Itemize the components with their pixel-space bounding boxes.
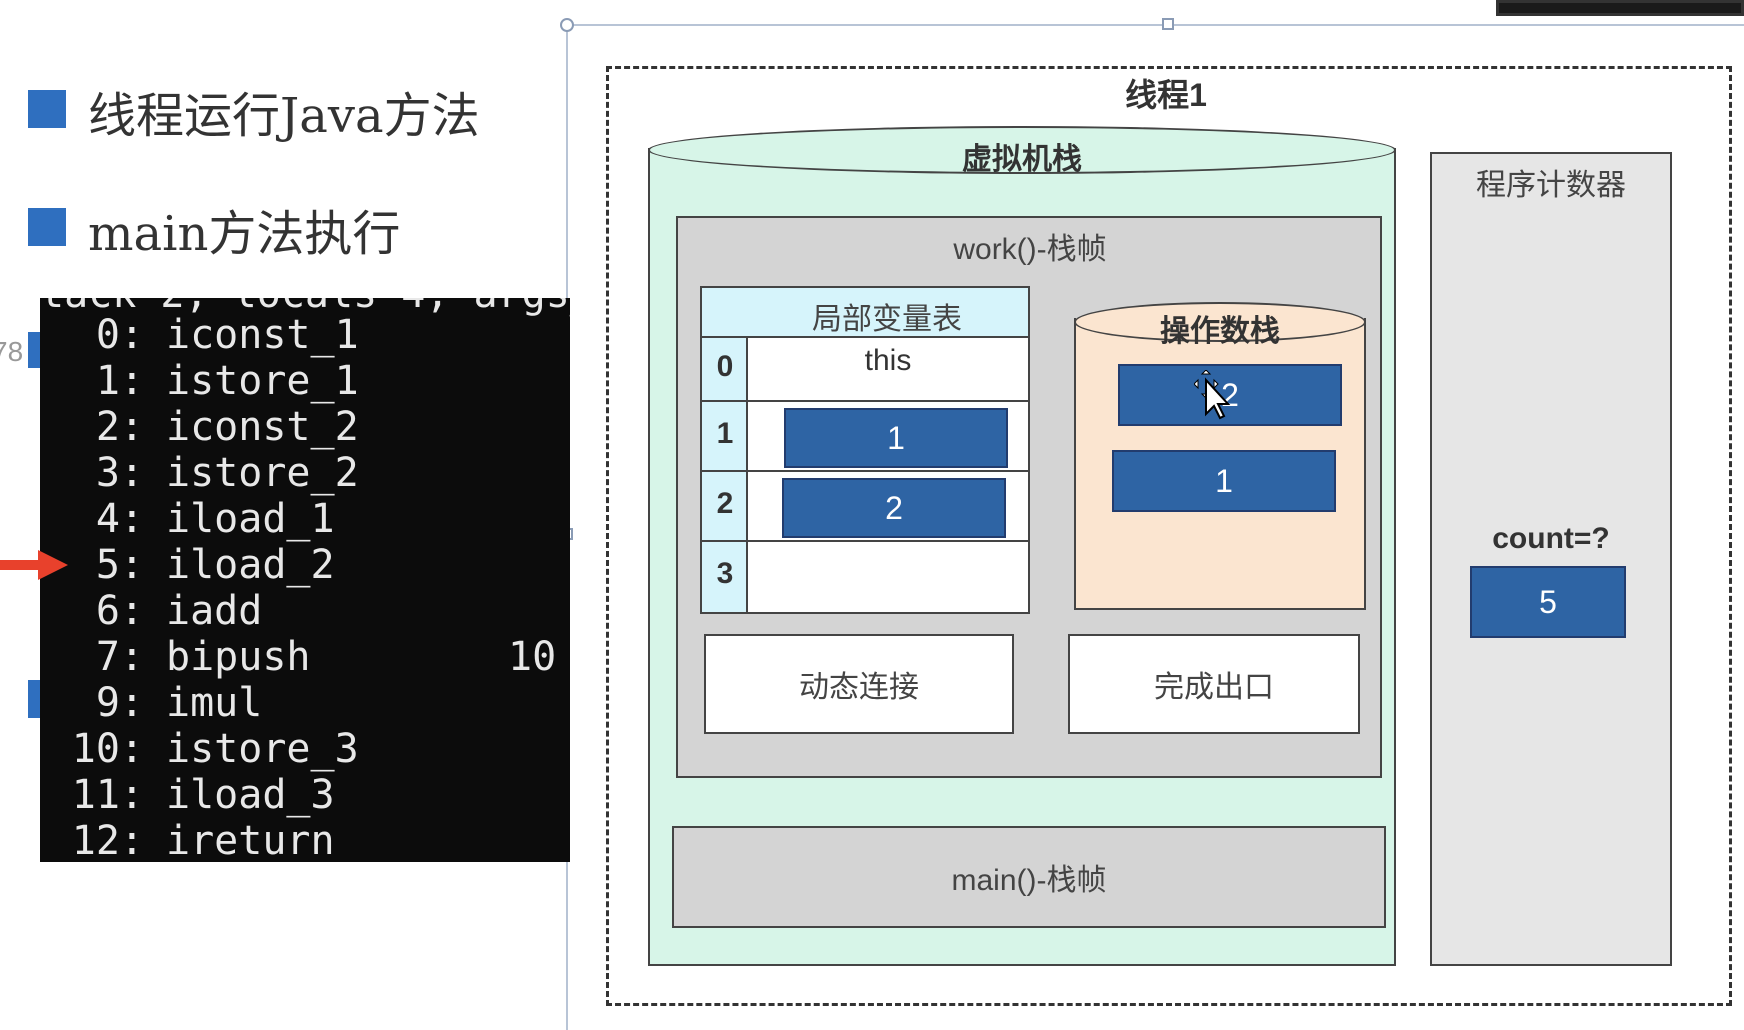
bytecode-opcode: istore_1 (166, 358, 359, 404)
bytecode-offset: 2: (95, 404, 144, 450)
bytecode-opcode: istore_3 (166, 726, 359, 772)
bytecode-offset: 11: (71, 772, 144, 818)
bytecode-opcode: iconst_2 (166, 404, 359, 450)
bytecode-offset: 5: (95, 542, 144, 588)
bullet-thread-runs-java: 线程运行Java方法 (88, 88, 480, 144)
bytecode-opcode: iload_3 (166, 772, 335, 818)
return-address-box: 完成出口 (1068, 634, 1360, 734)
bytecode-line: 3: istore_2 (40, 450, 560, 496)
bytecode-opcode: iconst_1 (166, 312, 359, 358)
work-frame-title: work()-栈帧 (953, 233, 1107, 266)
bytecode-console: tack 2, locals 4, args_ 0: iconst_1 1: isto… (40, 298, 570, 862)
pc-value-box: 5 (1470, 566, 1626, 638)
bytecode-line: 6: iadd (40, 588, 560, 634)
dynamic-link-box: 动态连接 (704, 634, 1014, 734)
program-counter (1430, 152, 1672, 966)
program-counter-title: 程序计数器 (1476, 169, 1626, 202)
bytecode-line: 10: istore_3 (40, 726, 560, 772)
bytecode-line: 12: ireturn (40, 818, 560, 862)
locals-value: 1 (887, 419, 905, 456)
locals-row-index: 1 (716, 417, 734, 450)
partial-side-text: 78 (0, 336, 24, 367)
locals-header (702, 288, 1028, 338)
pc-value: 5 (1539, 583, 1557, 620)
locals-value-box: 1 (784, 408, 1008, 468)
main-frame-title: main()-栈帧 (951, 864, 1107, 897)
bytecode-offset: 6: (95, 588, 144, 634)
bytecode-offset: 3: (95, 450, 144, 496)
bytecode-line: 11: iload_3 (40, 772, 560, 818)
operand-stack-item: 2 (1118, 364, 1342, 426)
thread-box (606, 66, 1732, 1006)
locals-value: this (864, 344, 912, 377)
vm-stack-title: 虚拟机栈 (962, 143, 1082, 176)
bytecode-line: 0: iconst_1 (40, 312, 560, 358)
bytecode-offset: 4: (95, 496, 144, 542)
bytecode-opcode: istore_2 (166, 450, 359, 496)
bytecode-opcode: ireturn (166, 818, 335, 862)
console-header-line: tack 2, locals 4, args_ (40, 298, 570, 314)
bytecode-offset: 7: (95, 634, 144, 680)
current-instruction-arrow-icon (0, 550, 68, 580)
pc-count-label: count=? (1492, 522, 1610, 555)
return-address-label: 完成出口 (1154, 671, 1274, 704)
operand-stack-value: 1 (1215, 462, 1233, 499)
bullet-square-icon (28, 208, 66, 246)
bytecode-line: 9: imul (40, 680, 560, 726)
operand-stack-item: 1 (1112, 450, 1336, 512)
locals-title: 局部变量表 (812, 303, 962, 336)
bullet-main-executes: main方法执行 (88, 206, 401, 262)
bytecode-opcode: bipush (166, 634, 311, 680)
bytecode-line: 4: iload_1 (40, 496, 560, 542)
locals-row: 3 (702, 542, 1028, 612)
bytecode-opcode: iload_2 (166, 542, 335, 588)
bytecode-offset: 10: (71, 726, 144, 772)
bytecode-line: 5: iload_2 (40, 542, 560, 588)
bytecode-opcode: imul (166, 680, 263, 726)
locals-row: 0 this (702, 338, 1028, 402)
operand-stack-title: 操作数栈 (1160, 315, 1280, 348)
bytecode-opcode: iadd (166, 588, 263, 634)
locals-index-column (702, 338, 748, 612)
locals-value: 2 (885, 489, 903, 526)
webcam-overlay (1496, 0, 1744, 16)
bytecode-line: 7: bipush 10 (40, 634, 560, 680)
bytecode-operand: 10 (508, 634, 557, 680)
bytecode-offset: 1: (95, 358, 144, 404)
vm-stack-top-ellipse (648, 126, 1396, 174)
main-frame: main()-栈帧 (672, 826, 1386, 928)
selection-line-top (566, 24, 1744, 26)
mouse-cursor-icon (1193, 369, 1234, 420)
operand-stack-top-ellipse (1074, 302, 1366, 342)
locals-row-index: 3 (716, 557, 734, 590)
bytecode-offset: 9: (95, 680, 144, 726)
locals-row-index: 0 (716, 350, 734, 383)
bytecode-offset: 0: (95, 312, 144, 358)
locals-value-box: 2 (782, 478, 1006, 538)
bullet-square-icon (28, 90, 66, 128)
bytecode-line: 2: iconst_2 (40, 404, 560, 450)
selection-handle-top[interactable] (1162, 18, 1174, 30)
bytecode-line: 1: istore_1 (40, 358, 560, 404)
selection-handle-corner[interactable] (560, 18, 574, 32)
locals-row-index: 2 (716, 487, 734, 520)
bytecode-opcode: iload_1 (166, 496, 335, 542)
dynamic-link-label: 动态连接 (799, 671, 919, 704)
thread-title: 线程1 (1125, 77, 1207, 113)
bytecode-offset: 12: (71, 818, 144, 862)
